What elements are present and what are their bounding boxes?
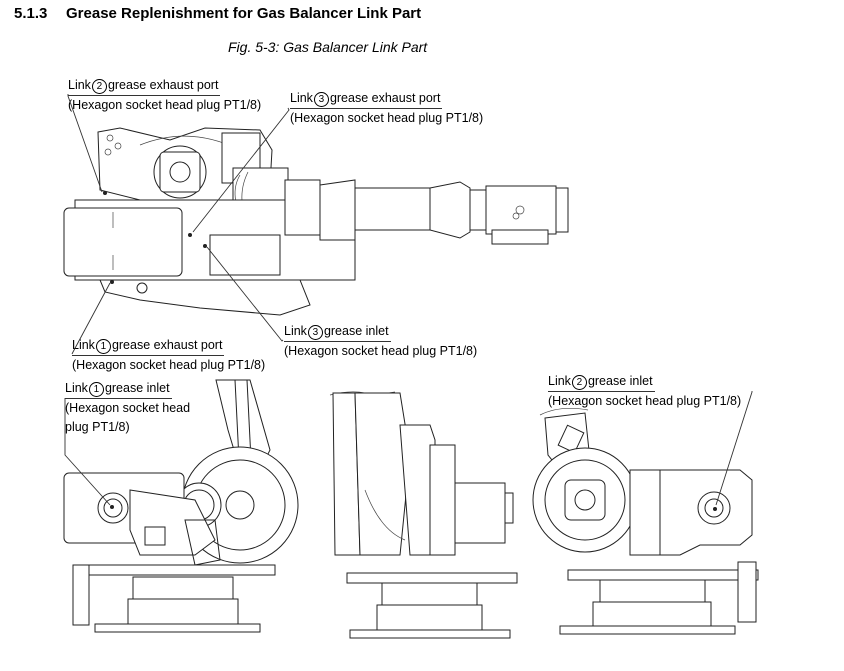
callout-label: grease inlet [587, 374, 653, 388]
callout-prefix: Link [548, 374, 571, 388]
top-view [63, 127, 569, 316]
callout-label: grease exhaust port [111, 338, 223, 352]
section-heading: 5.1.3 Grease Replenishment for Gas Balanc… [14, 5, 421, 22]
link-number-badge: 2 [571, 375, 587, 390]
callout-detail: (Hexagon socket head plug PT1/8) [290, 111, 484, 125]
callout-detail-line1: (Hexagon socket head [65, 401, 191, 415]
leader-lines [64, 94, 753, 506]
front-view [329, 391, 518, 639]
section-number: 5.1.3 [14, 5, 48, 22]
callout-prefix: Link [68, 78, 91, 92]
callout-prefix: Link [65, 381, 88, 395]
link-number-badge: 3 [313, 92, 329, 107]
callout-label: grease inlet [323, 324, 389, 338]
link-number-badge: 1 [88, 382, 104, 397]
callout-detail: (Hexagon socket head plug PT1/8) [68, 98, 262, 112]
callout-detail: (Hexagon socket head plug PT1/8) [548, 394, 742, 408]
callout-detail: (Hexagon socket head plug PT1/8) [284, 344, 478, 358]
callout-prefix: Link [290, 91, 313, 105]
callout-prefix: Link [284, 324, 307, 338]
section-title: Grease Replenishment for Gas Balancer Li… [66, 5, 422, 22]
callout-label: grease exhaust port [329, 91, 441, 105]
link-number-badge: 2 [91, 79, 107, 94]
link-number-badge: 3 [307, 325, 323, 340]
right-side-view [532, 408, 759, 635]
left-side-view [63, 379, 299, 633]
callout-prefix: Link [72, 338, 95, 352]
callout-detail-line2: plug PT1/8) [65, 420, 130, 434]
figure-caption: Fig. 5-3: Gas Balancer Link Part [228, 39, 428, 55]
link-number-badge: 1 [95, 339, 111, 354]
callout-label: grease inlet [104, 381, 170, 395]
callout-detail: (Hexagon socket head plug PT1/8) [72, 358, 266, 372]
callout-label: grease exhaust port [107, 78, 219, 92]
